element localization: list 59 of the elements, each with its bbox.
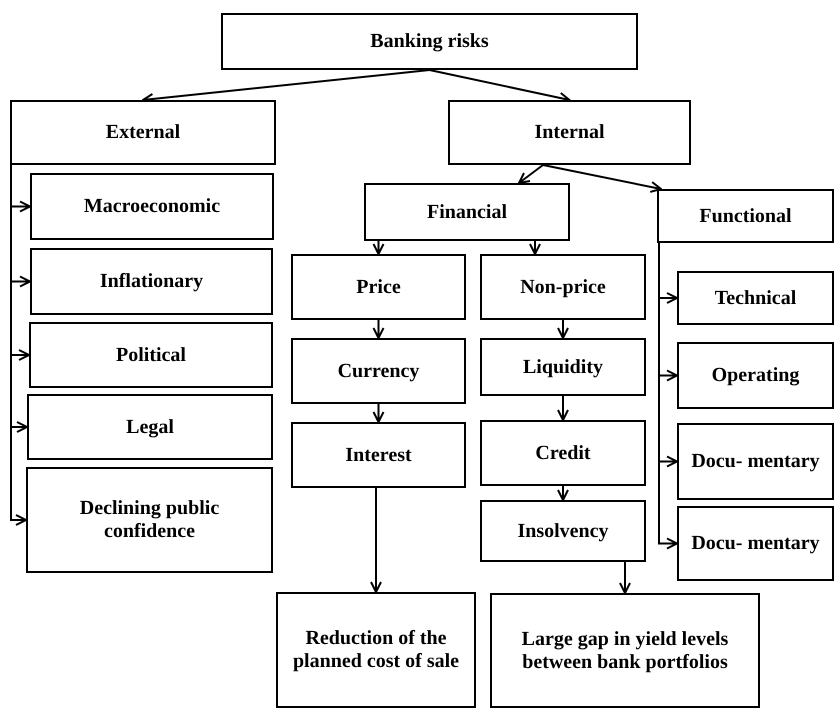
box-label: External <box>104 121 182 144</box>
arrow <box>557 396 569 421</box>
box-label: Operating <box>710 364 800 387</box>
box-label: Credit <box>534 442 592 464</box>
category-box <box>291 422 466 488</box>
category-box <box>30 173 274 240</box>
category-box <box>29 322 273 388</box>
category-box <box>480 338 646 396</box>
category-box <box>677 271 834 325</box>
box-label: Banking risks <box>369 30 490 53</box>
box-label: Currency <box>336 360 420 382</box>
category-box <box>490 593 760 708</box>
category-box <box>291 254 466 320</box>
box-label: Financial <box>426 200 508 224</box>
arrow <box>370 488 382 593</box>
box-label: Docu- mentary <box>690 532 821 555</box>
arrow <box>658 243 678 550</box>
category-box <box>677 342 834 409</box>
box-label: Docu- mentary <box>690 450 821 473</box>
category-box <box>291 338 466 404</box>
arrow <box>372 404 384 423</box>
category-box <box>26 467 273 573</box>
arrow <box>557 486 569 501</box>
category-box <box>677 423 834 500</box>
category-box <box>10 100 276 165</box>
category-box <box>480 420 646 486</box>
category-box <box>657 189 834 243</box>
box-label: Macroeconomic <box>82 195 222 218</box>
box-label: Internal <box>534 121 606 144</box>
box-label: Liquidity <box>522 356 604 378</box>
category-box <box>27 394 273 460</box>
category-box <box>364 183 570 241</box>
category-box <box>677 506 834 581</box>
arrow <box>619 562 631 594</box>
category-box <box>30 248 273 315</box>
arrow <box>542 164 662 193</box>
category-box <box>480 254 646 320</box>
arrow <box>372 241 384 255</box>
box-label: Legal <box>125 416 175 438</box>
category-box <box>276 592 476 708</box>
box-label: Large gap in yield levels between bank portfolios <box>520 628 730 674</box>
box-label: Insolvency <box>516 520 610 542</box>
arrow <box>518 164 544 184</box>
box-label: Non-price <box>519 276 607 298</box>
box-label: Reduction of the planned cost of sale <box>292 627 460 673</box>
category-box <box>480 500 646 562</box>
box-label: Interest <box>344 444 413 466</box>
category-box <box>221 13 638 70</box>
box-label: Declining public confidence <box>78 497 220 543</box>
arrow <box>529 241 541 255</box>
box-label: Technical <box>714 286 798 310</box>
box-label: Functional <box>698 204 793 228</box>
box-label: Inflationary <box>98 270 204 293</box>
category-box <box>448 100 691 165</box>
arrow <box>10 165 27 526</box>
arrow <box>557 320 569 339</box>
box-label: Price <box>355 276 402 298</box>
box-label: Political <box>115 344 187 366</box>
arrow <box>372 320 384 339</box>
